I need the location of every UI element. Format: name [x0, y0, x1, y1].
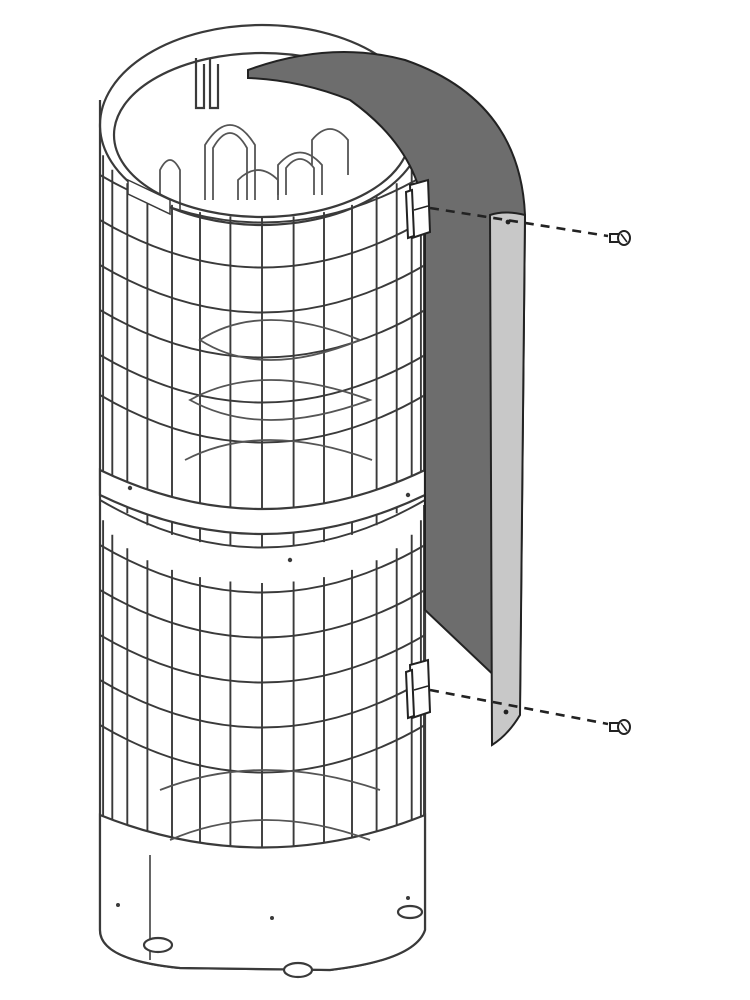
heating-elements	[159, 124, 381, 841]
shield-front-edge	[488, 211, 527, 747]
foot-front	[282, 961, 314, 979]
grille-bar-horizontal	[99, 589, 426, 639]
base-rivet	[270, 916, 274, 920]
top-hook-icon	[194, 58, 220, 110]
grille-bar-horizontal	[99, 219, 426, 269]
grille-bar-horizontal	[99, 354, 426, 404]
grille-bar-horizontal	[99, 309, 426, 359]
grille-vertical-bars	[99, 140, 425, 893]
base-rivet	[406, 896, 410, 900]
grille-bar-horizontal	[99, 499, 426, 549]
heater-cylinder-grille	[98, 100, 427, 979]
base-rivet	[116, 903, 120, 907]
band-rivet	[127, 485, 133, 491]
mounting-bracket-top	[404, 178, 432, 240]
rear-shield-panel	[247, 51, 527, 747]
screw-bottom	[609, 719, 631, 735]
mounting-bracket-bottom	[404, 658, 432, 720]
grille-bar-horizontal	[99, 634, 426, 684]
grille-bar-horizontal	[99, 394, 426, 444]
screw-top	[609, 230, 631, 246]
grille-bar-horizontal	[99, 679, 426, 729]
grille-horizontal-bars	[99, 174, 426, 774]
alignment-line-top	[429, 206, 609, 238]
foot-right	[396, 904, 424, 920]
base-skirt	[98, 813, 427, 972]
grille-bar-horizontal	[99, 724, 426, 774]
grille-bar-horizontal	[99, 264, 426, 314]
grille-bar-horizontal	[99, 544, 426, 594]
foot-left	[142, 936, 174, 954]
band-rivet	[405, 492, 411, 498]
shield-screw-hole-bottom	[503, 709, 509, 715]
band-rivet	[287, 557, 293, 563]
alignment-line-bottom	[429, 688, 609, 726]
label-plate	[127, 178, 171, 216]
